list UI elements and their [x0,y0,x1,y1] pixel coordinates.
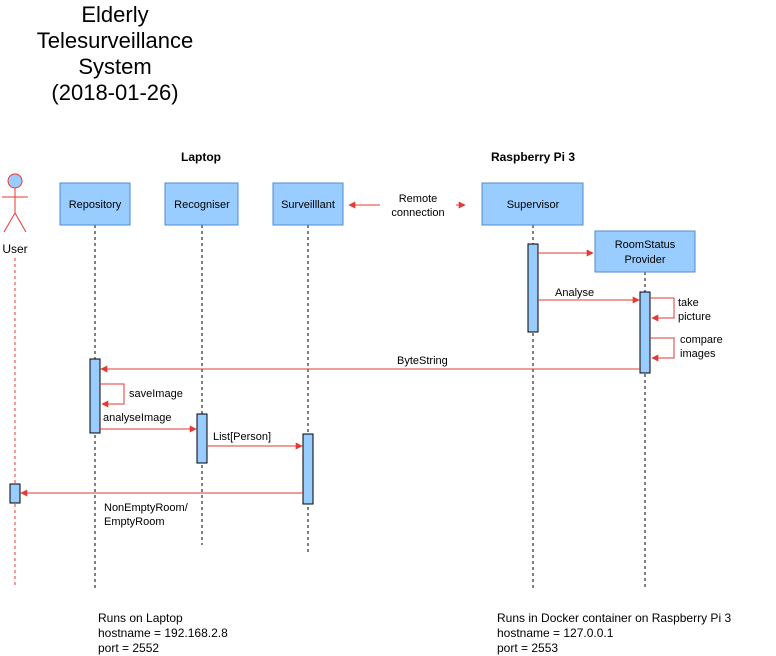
roomstatus-activation [639,291,651,374]
laptop-note-line-3: port = 2552 [98,641,159,655]
compare-images-label-1: compare [680,334,723,346]
participant-surveilllant[interactable]: Surveilllant [272,182,344,226]
raspberry-note-line-2: hostname = 127.0.0.1 [497,626,614,640]
take-picture-arrow [650,297,675,322]
participant-roomstatus-label-2: Provider [625,254,666,266]
analyse-image-label: analyseImage [103,412,172,424]
participant-surveilllant-label: Surveilllant [281,199,335,211]
participant-supervisor-label: Supervisor [507,199,560,211]
remote-connection-label-2: connection [391,207,444,219]
remote-connection-label-1: Remote [399,193,438,205]
compare-images-label-2: images [680,348,716,360]
user-activation [9,483,21,504]
raspberry-note-line-3: port = 2553 [497,641,558,655]
group-raspberry-label: Raspberry Pi 3 [491,150,575,164]
title-line-2: Telesurveillance [37,28,194,53]
laptop-note-line-2: hostname = 192.168.2.8 [98,626,228,640]
participant-supervisor[interactable]: Supervisor [481,182,584,226]
participant-recogniser[interactable]: Recogniser [164,182,239,226]
result-label-1: NonEmptyRoom/ [104,502,189,514]
title-line-3: System [78,54,151,79]
bytestring-label: ByteString [397,355,448,367]
take-picture-label-1: take [678,297,699,309]
supervisor-activation [527,243,539,333]
group-laptop-label: Laptop [181,150,221,164]
actor-label: User [2,242,27,256]
compare-images-arrow [650,337,675,362]
save-image-label: saveImage [129,388,183,400]
participant-roomstatus-label-1: RoomStatus [615,239,676,251]
analyse-label: Analyse [555,287,594,299]
surveilllant-activation [302,433,314,505]
raspberry-note-line-1: Runs in Docker container on Raspberry Pi… [497,611,731,625]
title-line-1: Elderly [81,2,148,27]
raspberry-note: Runs in Docker container on Raspberry Pi… [497,611,731,655]
repository-activation [89,358,101,434]
title-line-4: (2018-01-26) [51,80,178,105]
diagram-title: Elderly Telesurveillance System (2018-01… [37,2,194,105]
remote-connection: Remote connection [348,190,466,220]
user-actor[interactable]: User [2,173,28,256]
save-image-arrow [100,383,125,408]
participant-repository[interactable]: Repository [59,182,131,226]
take-picture-label-2: picture [678,311,711,323]
list-person-label: List[Person] [213,431,271,443]
actor-head-icon [7,173,23,189]
result-label-2: EmptyRoom [104,516,165,528]
participant-roomstatus-provider[interactable]: RoomStatus Provider [594,230,696,273]
laptop-note: Runs on Laptop hostname = 192.168.2.8 po… [98,611,228,655]
recogniser-activation [196,413,208,464]
participant-recogniser-label: Recogniser [174,199,230,211]
laptop-note-line-1: Runs on Laptop [98,611,183,625]
participant-repository-label: Repository [69,199,122,211]
